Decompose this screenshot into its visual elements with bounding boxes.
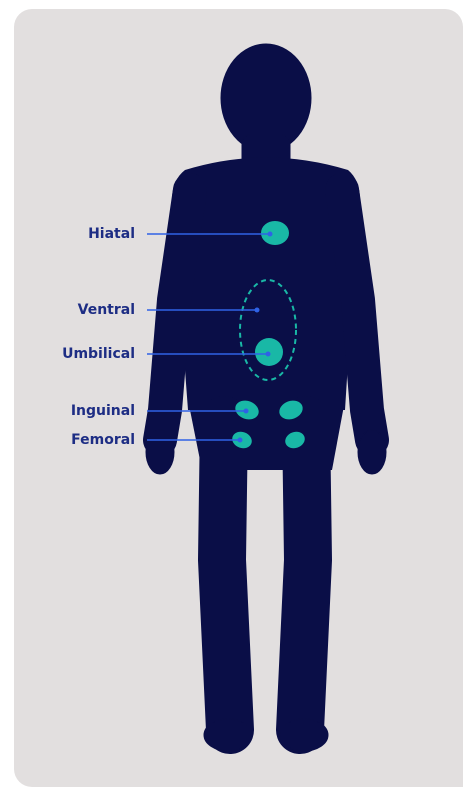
hiatal-spot	[261, 221, 289, 245]
right-arm	[342, 190, 372, 440]
label-femoral: Femoral	[15, 432, 135, 448]
label-ventral: Ventral	[15, 302, 135, 318]
left-arm	[160, 190, 190, 440]
leader-dot-umbilical	[266, 352, 271, 357]
left-hand	[146, 430, 174, 474]
right-hand	[358, 430, 386, 474]
label-inguinal: Inguinal	[15, 403, 135, 419]
leader-dot-femoral	[238, 438, 243, 443]
label-hiatal: Hiatal	[15, 226, 135, 242]
human-silhouette	[146, 44, 386, 751]
label-umbilical: Umbilical	[15, 346, 135, 362]
left-foot	[204, 719, 252, 751]
right-foot	[280, 719, 328, 751]
leader-dot-hiatal	[268, 232, 273, 237]
leader-dot-inguinal	[244, 409, 249, 414]
leader-dot-ventral	[255, 308, 260, 313]
